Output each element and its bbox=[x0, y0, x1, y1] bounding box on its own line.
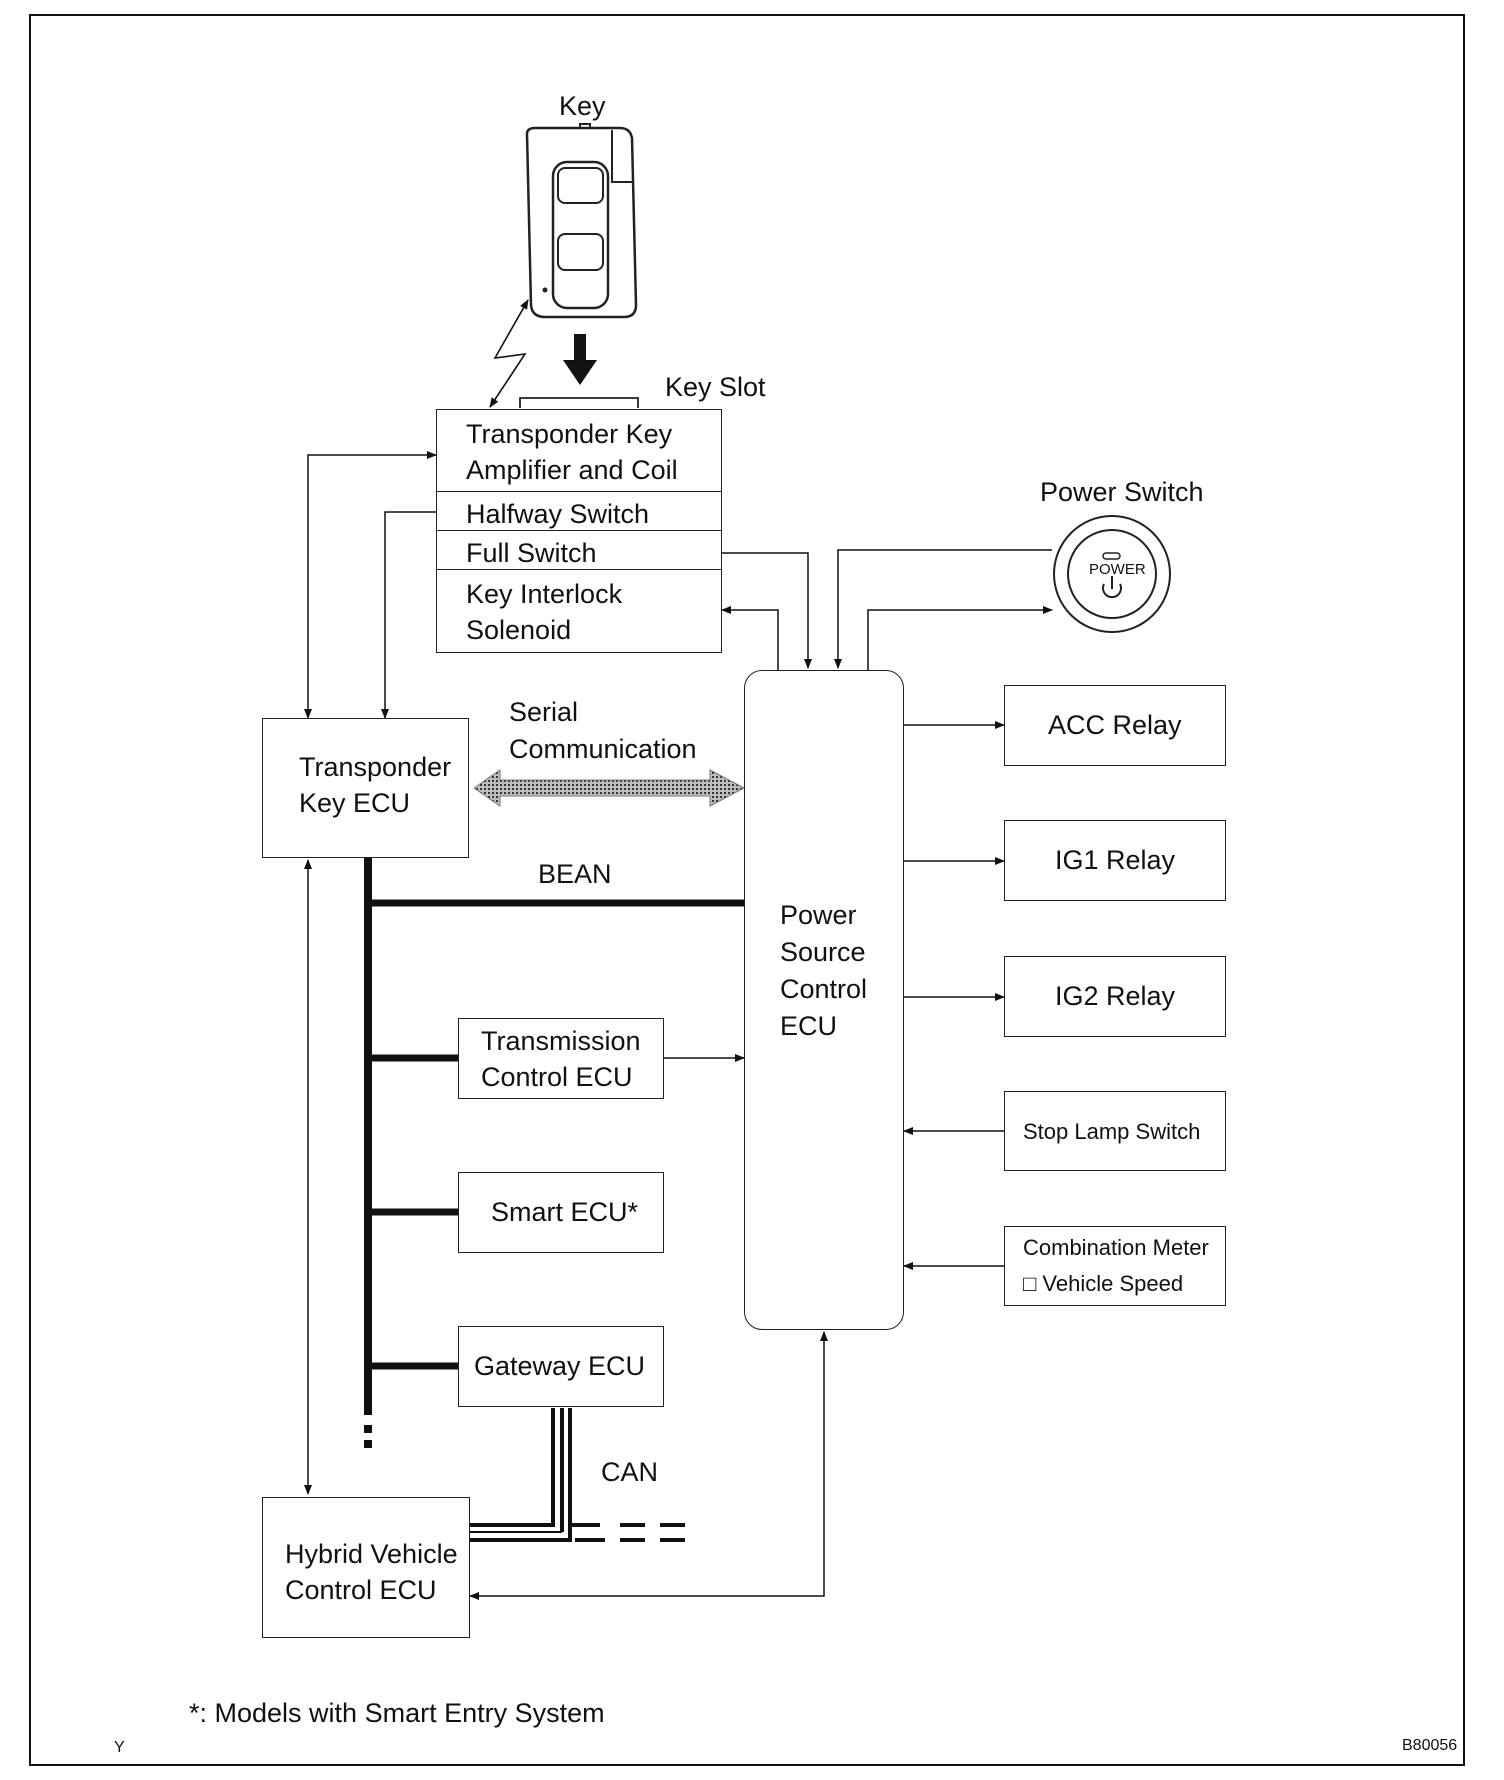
psc-label-3: Control bbox=[780, 974, 868, 1004]
stop-lamp-label: Stop Lamp Switch bbox=[1023, 1119, 1201, 1144]
smart-ecu-label: Smart ECU* bbox=[491, 1197, 639, 1227]
power-button-text: POWER bbox=[1089, 561, 1146, 578]
amp-to-transponder-ecu-line bbox=[304, 451, 437, 719]
gateway-ecu-label: Gateway ECU bbox=[474, 1351, 646, 1381]
transmission-ecu-label-2: Control ECU bbox=[481, 1062, 633, 1092]
halfway-switch-label: Halfway Switch bbox=[466, 499, 650, 529]
acc-relay-box: ACC Relay bbox=[1004, 685, 1226, 766]
hybrid-vehicle-control-ecu-box: Hybrid Vehicle Control ECU bbox=[262, 1497, 470, 1638]
transponder-ecu-label-2: Key ECU bbox=[299, 788, 411, 818]
key-slot-label: Key Slot bbox=[665, 372, 766, 402]
halfway-to-transponder-ecu-line bbox=[381, 511, 436, 719]
corner-code-right: B80056 bbox=[1402, 1737, 1458, 1754]
key-label: Key bbox=[559, 91, 606, 121]
ig2-relay-box: IG2 Relay bbox=[1004, 956, 1226, 1037]
amplifier-label-1: Transponder Key bbox=[466, 419, 673, 449]
psc-label-1: Power bbox=[780, 900, 857, 930]
serial-comm-label-2: Communication bbox=[509, 734, 697, 764]
hybrid-ecu-label-2: Control ECU bbox=[285, 1575, 437, 1605]
transponder-key-ecu-box: Transponder Key ECU bbox=[262, 718, 469, 858]
gateway-ecu-box: Gateway ECU bbox=[458, 1326, 664, 1407]
halfway-switch-box: Halfway Switch bbox=[436, 491, 722, 532]
power-button-icon bbox=[1053, 515, 1171, 633]
power-source-control-ecu-box: Power Source Control ECU bbox=[744, 670, 904, 1330]
stop-lamp-switch-box: Stop Lamp Switch bbox=[1004, 1091, 1226, 1171]
footnote: *: Models with Smart Entry System bbox=[189, 1698, 605, 1728]
transmission-control-ecu-box: Transmission Control ECU bbox=[458, 1018, 664, 1099]
serial-communication-arrow bbox=[473, 769, 746, 807]
psc-to-power-switch-line bbox=[867, 606, 1053, 670]
interlock-label-1: Key Interlock bbox=[466, 579, 623, 609]
smart-ecu-box: Smart ECU* bbox=[458, 1172, 664, 1253]
ig1-relay-box: IG1 Relay bbox=[1004, 820, 1226, 901]
power-switch-to-psc-line bbox=[834, 549, 1052, 669]
ig1-relay-label: IG1 Relay bbox=[1055, 845, 1176, 875]
power-switch-label: Power Switch bbox=[1040, 477, 1204, 507]
key-slot-opening bbox=[519, 397, 639, 408]
psc-label-4: ECU bbox=[780, 1011, 838, 1041]
combination-meter-box: Combination Meter □ Vehicle Speed bbox=[1004, 1226, 1226, 1306]
amplifier-label-2: Amplifier and Coil bbox=[466, 455, 678, 485]
hybrid-ecu-label-1: Hybrid Vehicle bbox=[285, 1539, 458, 1569]
full-switch-label: Full Switch bbox=[466, 538, 597, 568]
transponder-ecu-label-1: Transponder bbox=[299, 752, 452, 782]
bean-bus bbox=[364, 858, 746, 1448]
bean-label: BEAN bbox=[538, 859, 612, 889]
psc-to-interlock-line bbox=[721, 606, 779, 670]
page-frame bbox=[29, 14, 1465, 1766]
full-switch-to-psc-line bbox=[720, 552, 812, 669]
psc-label-2: Source bbox=[780, 937, 866, 967]
full-switch-box: Full Switch bbox=[436, 530, 722, 571]
combination-meter-label-2: □ Vehicle Speed bbox=[1023, 1271, 1184, 1296]
hybrid-to-psc-line bbox=[469, 1331, 828, 1600]
key-interlock-box: Key Interlock Solenoid bbox=[436, 569, 722, 653]
acc-relay-label: ACC Relay bbox=[1048, 710, 1182, 740]
transponder-amplifier-box: Transponder Key Amplifier and Coil bbox=[436, 409, 722, 493]
transmission-ecu-label-1: Transmission bbox=[481, 1026, 641, 1056]
interlock-label-2: Solenoid bbox=[466, 615, 572, 645]
insert-arrow-icon bbox=[563, 334, 597, 385]
wireless-link-icon bbox=[489, 299, 529, 408]
corner-code-left: Y bbox=[114, 1739, 125, 1756]
combination-meter-label-1: Combination Meter bbox=[1023, 1235, 1209, 1260]
ig2-relay-label: IG2 Relay bbox=[1055, 981, 1176, 1011]
can-label: CAN bbox=[601, 1457, 659, 1487]
can-bus bbox=[470, 1408, 685, 1542]
serial-comm-label-1: Serial bbox=[509, 697, 579, 727]
key-fob-icon bbox=[525, 123, 638, 319]
